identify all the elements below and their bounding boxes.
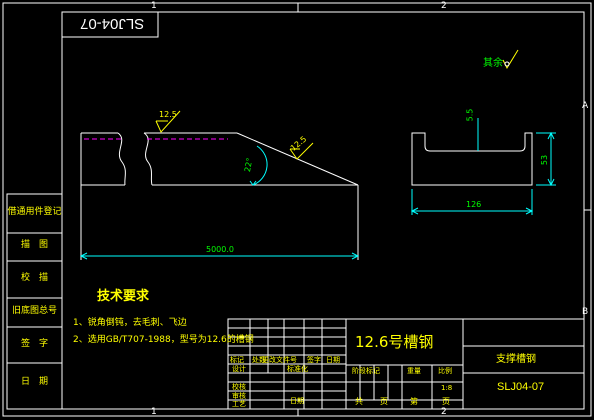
sheet-total-label: 共 <box>355 397 363 406</box>
weight-label: 重量 <box>407 367 421 375</box>
channel-side-view <box>80 132 359 260</box>
section-height-value: 53 <box>540 154 550 166</box>
grid-number-bottom-2: 2 <box>441 407 447 417</box>
process-label: 工艺 <box>232 400 246 408</box>
roughness-symbols <box>155 49 519 160</box>
grid-number-top-1: 1 <box>151 1 157 11</box>
designer-label: 设计 <box>232 365 246 373</box>
side-label-register: 借通用件登记 <box>7 207 62 217</box>
scale-value: 1:8 <box>441 384 453 392</box>
section-width-value: 126 <box>466 200 482 209</box>
title-block <box>227 318 585 410</box>
angle-dimension <box>249 145 268 186</box>
row-label-change-doc: 更改文件号 <box>262 356 297 364</box>
length-dimension <box>79 252 360 260</box>
tech-title: 技术要求 <box>97 289 150 304</box>
tech-item-1: 1、锐角倒钝，去毛刺、飞边 <box>73 318 187 328</box>
sheet-total-unit: 页 <box>380 397 388 406</box>
side-label-trace: 描 图 <box>20 240 48 250</box>
part-name: 支撑槽钢 <box>496 354 536 365</box>
flange-thickness-value: 5.5 <box>465 108 475 122</box>
row-label-mark: 标记 <box>230 356 244 364</box>
channel-section <box>411 132 533 186</box>
mirrored-code-label: SLJ04-07 <box>80 15 145 32</box>
side-column-table <box>6 193 63 410</box>
row-label-date: 日期 <box>326 356 340 364</box>
roughness-circle <box>504 61 510 67</box>
checker-label: 校核 <box>232 383 246 391</box>
zone-ticks <box>297 3 591 416</box>
row-label-count: 处数 <box>252 356 266 364</box>
grid-number-top-2: 2 <box>441 1 447 11</box>
grid-letter-b: B <box>582 307 589 317</box>
approve-label: 日期 <box>290 397 304 405</box>
side-label-signature: 签 字 <box>20 339 48 349</box>
part-code: SLJ04-07 <box>497 381 545 393</box>
section-dimensions <box>410 118 556 215</box>
side-label-old-drawing: 旧底图总号 <box>11 306 57 316</box>
stage-label: 阶段标记 <box>352 367 380 375</box>
roughness-left-value: 12.5 <box>159 110 177 119</box>
side-label-date: 日 期 <box>20 377 48 387</box>
part-title: 12.6号槽钢 <box>355 333 434 351</box>
standardize-label: 标准化 <box>287 365 308 373</box>
grid-letter-a: A <box>582 101 589 111</box>
tech-item-2: 2、选用GB/T707-1988，型号为12.6的槽钢 <box>73 335 254 345</box>
row-label-sign: 签字 <box>307 356 321 364</box>
grid-number-bottom-1: 1 <box>151 407 157 417</box>
length-dimension-value: 5000.0 <box>206 245 234 254</box>
side-label-check-trace: 校 描 <box>20 273 48 283</box>
sheet-number-unit: 页 <box>442 397 450 406</box>
review-label: 审核 <box>232 392 246 400</box>
sheet-number-label: 第 <box>410 397 418 406</box>
mirrored-code-box <box>61 11 159 38</box>
scale-label: 比例 <box>438 367 452 375</box>
surface-note: 其余 <box>483 58 503 69</box>
